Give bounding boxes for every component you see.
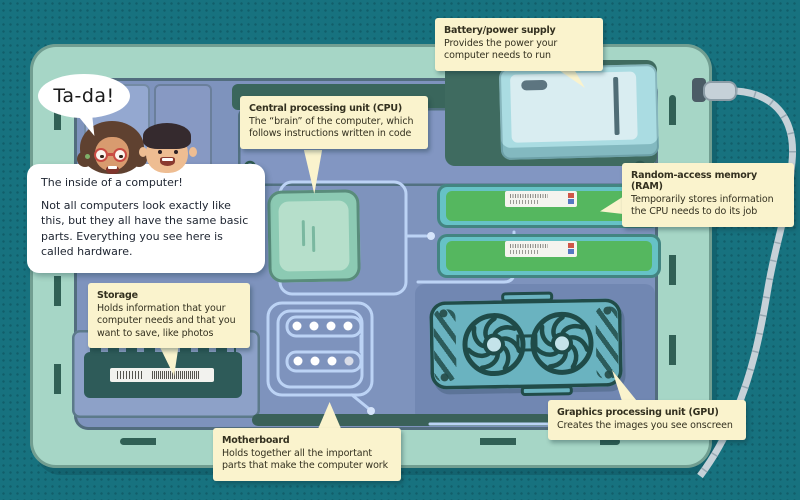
girl-eye (119, 154, 123, 158)
girl-mouth (106, 166, 119, 174)
girl-glasses (94, 148, 130, 163)
storage-barcode-label (110, 368, 214, 382)
callout-gpu-title: Graphics processing unit (GPU) (557, 407, 719, 418)
kid-boy-avatar (139, 123, 197, 173)
info-box: The inside of a computer! Not all comput… (27, 164, 265, 273)
boy-eye (158, 150, 162, 154)
girl-hair-clip (85, 154, 90, 159)
motherboard-contact-dots (292, 321, 354, 366)
cable-socket (692, 78, 706, 102)
girl-eye (100, 154, 104, 158)
boy-hair (143, 123, 191, 149)
callout-battery: Battery/power supply Provides the power … (435, 18, 603, 71)
gpu-fan-left-icon (462, 313, 526, 377)
cpu-mark (301, 220, 306, 247)
glasses-bridge (108, 153, 113, 156)
trace-end-dots (367, 232, 435, 415)
speech-bubble: Ta-da! (38, 74, 130, 118)
callout-cpu-body: The “brain” of the computer, which follo… (249, 116, 414, 140)
info-box-body: Not all computers look exactly like this… (41, 199, 249, 259)
gpu-card (429, 291, 623, 397)
glasses-lens (94, 148, 108, 162)
gpu-fan-connector (516, 334, 538, 352)
boy-mouth (160, 157, 175, 166)
boy-teeth (162, 157, 173, 161)
callout-cpu-title: Central processing unit (CPU) (249, 103, 403, 114)
ram-module-2 (437, 234, 661, 278)
boy-ear (139, 147, 147, 157)
callout-ram: Random-access memory (RAM) Temporarily s… (622, 163, 794, 227)
boy-eye (174, 150, 178, 154)
gpu-heatsink-stripes-right (595, 306, 619, 379)
callout-ram-body: Temporarily stores information the CPU n… (631, 194, 774, 218)
callout-storage-title: Storage (97, 290, 138, 301)
case-vent-right (669, 95, 676, 440)
gpu-fans (439, 306, 613, 382)
callout-motherboard: Motherboard Holds together all the impor… (213, 428, 401, 481)
speech-bubble-text: Ta-da! (53, 85, 115, 107)
callout-motherboard-title: Motherboard (222, 435, 290, 446)
gpu-heatsink-stripes-left (433, 309, 457, 382)
glasses-lens (113, 148, 127, 162)
callout-gpu: Graphics processing unit (GPU) Creates t… (548, 400, 746, 441)
cable-plug (703, 81, 737, 101)
callout-storage: Storage Holds information that your comp… (88, 283, 250, 349)
ram-sticker-label (505, 241, 577, 257)
gpu-top-tab (501, 291, 554, 303)
battery-vent (521, 79, 548, 91)
cpu-chip (267, 189, 361, 283)
ram-sticker-label (505, 191, 577, 207)
boy-eyebrow (155, 145, 164, 148)
callout-gpu-body: Creates the images you see onscreen (557, 420, 733, 431)
cpu-mark (311, 225, 316, 253)
kid-girl-avatar (77, 121, 147, 174)
storage-drive (84, 345, 242, 398)
callout-ram-title: Random-access memory (RAM) (631, 170, 758, 192)
callout-cpu: Central processing unit (CPU) The “brain… (240, 96, 428, 149)
boy-ear (189, 147, 197, 157)
boy-eyebrow (171, 145, 180, 148)
girl-hair (77, 151, 93, 167)
gpu-bottom-tab (520, 385, 573, 397)
girl-teeth (108, 166, 117, 169)
callout-battery-title: Battery/power supply (444, 25, 556, 36)
callout-motherboard-body: Holds together all the important parts t… (222, 448, 389, 472)
callout-storage-body: Holds information that your computer nee… (97, 303, 236, 339)
gpu-fan-right-icon (530, 311, 594, 375)
info-box-intro: The inside of a computer! (41, 176, 183, 189)
callout-battery-body: Provides the power your computer needs t… (444, 38, 558, 62)
